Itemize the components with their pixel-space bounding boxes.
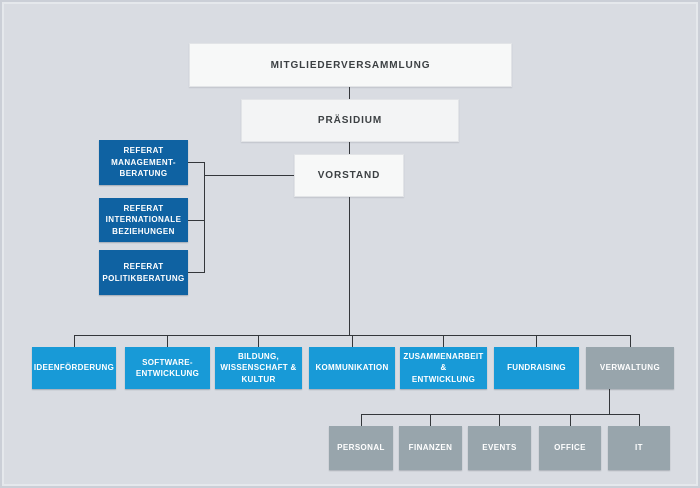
node-office: OFFICE: [539, 426, 601, 470]
connector-drop-fundraising: [536, 335, 537, 347]
connector-referat2-stub: [188, 220, 204, 221]
node-mitgliederversammlung: MITGLIEDERVERSAMMLUNG: [189, 43, 512, 87]
connector-unit-rail: [361, 414, 640, 415]
connector-drop-zusammenarbeit: [443, 335, 444, 347]
connector-drop-personal: [361, 414, 362, 426]
node-events: EVENTS: [468, 426, 531, 470]
connector-praesidium-vorstand: [349, 142, 350, 154]
node-softwareentwicklung: SOFTWARE- ENTWICKLUNG: [125, 347, 210, 389]
node-referat-internationale-beziehungen: REFERAT INTERNATIONALE BEZIEHUNGEN: [99, 198, 188, 242]
connector-vorstand-trunk: [349, 197, 350, 335]
node-it: IT: [608, 426, 670, 470]
connector-drop-bildung: [258, 335, 259, 347]
connector-drop-office: [570, 414, 571, 426]
node-praesidium: PRÄSIDIUM: [241, 99, 459, 142]
connector-verwaltung-trunk: [609, 389, 610, 414]
node-ideenfoerderung: IDEENFÖRDERUNG: [32, 347, 116, 389]
connector-drop-kommunikation: [352, 335, 353, 347]
connector-referat-vertical: [204, 162, 205, 273]
node-finanzen: FINANZEN: [399, 426, 462, 470]
node-verwaltung: VERWALTUNG: [586, 347, 674, 389]
node-referat-managementberatung: REFERAT MANAGEMENT- BERATUNG: [99, 140, 188, 185]
connector-drop-ideenfoerderung: [74, 335, 75, 347]
node-fundraising: FUNDRAISING: [494, 347, 579, 389]
connector-referat3-stub: [188, 272, 204, 273]
connector-drop-finanzen: [430, 414, 431, 426]
connector-referat1-stub: [188, 162, 204, 163]
connector-drop-verwaltung: [630, 335, 631, 347]
connector-top-praesidium: [349, 87, 350, 99]
connector-referat-vorstand: [204, 175, 294, 176]
node-referat-politikberatung: REFERAT POLITIKBERATUNG: [99, 250, 188, 295]
connector-drop-events: [499, 414, 500, 426]
node-vorstand: VORSTAND: [294, 154, 404, 197]
node-kommunikation: KOMMUNIKATION: [309, 347, 395, 389]
connector-drop-it: [639, 414, 640, 426]
node-bildung-wissenschaft-kultur: BILDUNG, WISSENSCHAFT & KULTUR: [215, 347, 302, 389]
node-personal: PERSONAL: [329, 426, 393, 470]
node-zusammenarbeit-entwicklung: ZUSAMMENARBEIT & ENTWICKLUNG: [400, 347, 487, 389]
connector-drop-software: [167, 335, 168, 347]
